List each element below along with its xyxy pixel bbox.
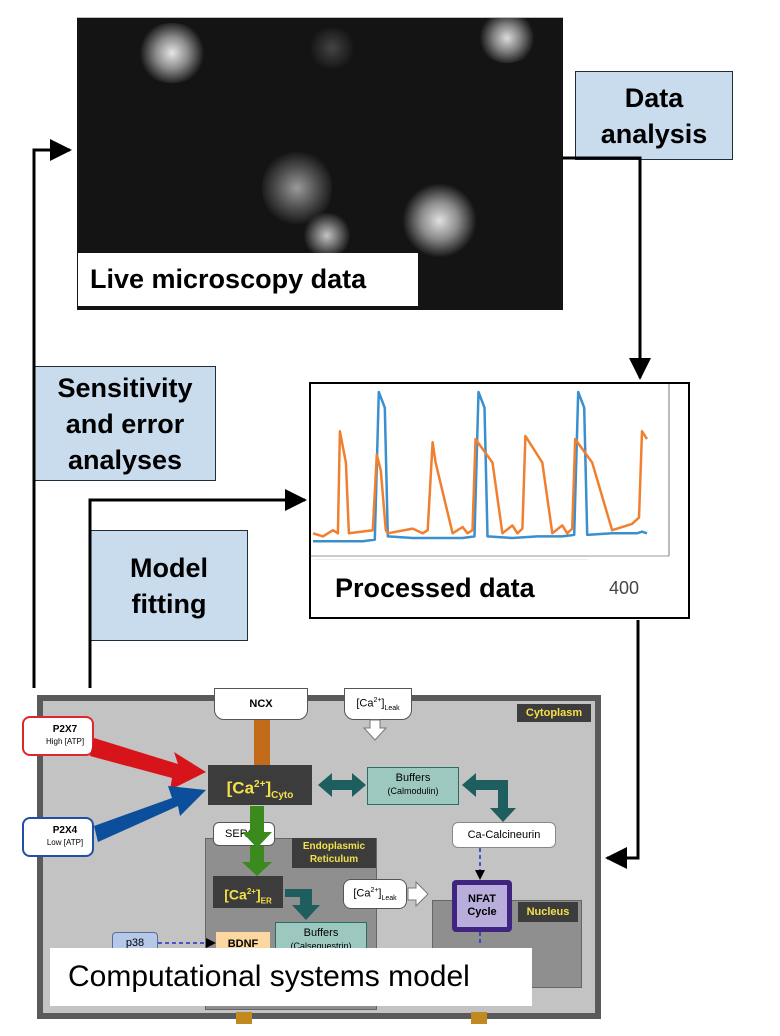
cytoplasm-label: Cytoplasm — [517, 704, 591, 722]
ca-er-box: [Ca2+]ER — [213, 876, 283, 908]
chart-xtick-400: 400 — [609, 578, 640, 598]
live-microscopy-label: Live microscopy data — [78, 253, 418, 306]
buffers-cyto-sub-label: (Calmodulin) — [387, 786, 439, 796]
buffers-er-sub-label: (Calsequestrin) — [290, 941, 352, 951]
buffers-cyto-label: Buffers — [395, 772, 431, 784]
sensitivity-box: Sensitivity and error analyses — [34, 366, 216, 481]
ca-leak-er-box: [Ca2+]Leak — [343, 879, 407, 909]
p2x7-label: P2X7 — [52, 724, 78, 735]
p2x4-box: P2X4 Low [ATP] — [22, 817, 94, 857]
p2x7-box: P2X7 High [ATP] — [22, 716, 94, 756]
model-fitting-box: Model fitting — [90, 530, 248, 641]
bottom-anchor-left — [236, 1012, 252, 1024]
p2x7-sub-label: High [ATP] — [45, 737, 85, 746]
nucleus-label: Nucleus — [518, 902, 578, 922]
bottom-anchor-right — [471, 1012, 487, 1024]
p2x4-label: P2X4 — [52, 825, 78, 836]
processed-data-label: Processed data — [313, 559, 588, 614]
ca-leak-top-box: [Ca2+]Leak — [344, 688, 412, 720]
arrow-data-analysis — [563, 156, 651, 380]
serca-box: SERCA — [213, 822, 275, 846]
computational-model-label: Computational systems model — [50, 948, 532, 1006]
ca-calcineurin-box: Ca-Calcineurin — [452, 822, 556, 848]
processed-data-chart — [311, 384, 670, 557]
data-analysis-box: Data analysis — [575, 71, 733, 160]
buffers-er-label: Buffers — [303, 927, 339, 939]
ncx-channel — [254, 720, 270, 766]
buffers-cyto-box: Buffers (Calmodulin) — [367, 767, 459, 805]
nfat-label: NFAT Cycle — [467, 893, 497, 918]
chart-series-line-1 — [313, 390, 648, 543]
chart-series-line-2 — [312, 430, 649, 538]
nfat-cycle-box: NFAT Cycle — [452, 880, 512, 932]
ca-cyto-box: [Ca2+]Cyto — [208, 765, 312, 805]
er-label: Endoplasmic Reticulum — [292, 838, 376, 868]
ncx-box: NCX — [214, 688, 308, 720]
p2x4-sub-label: Low [ATP] — [46, 838, 84, 847]
arrow-to-model — [605, 620, 640, 869]
